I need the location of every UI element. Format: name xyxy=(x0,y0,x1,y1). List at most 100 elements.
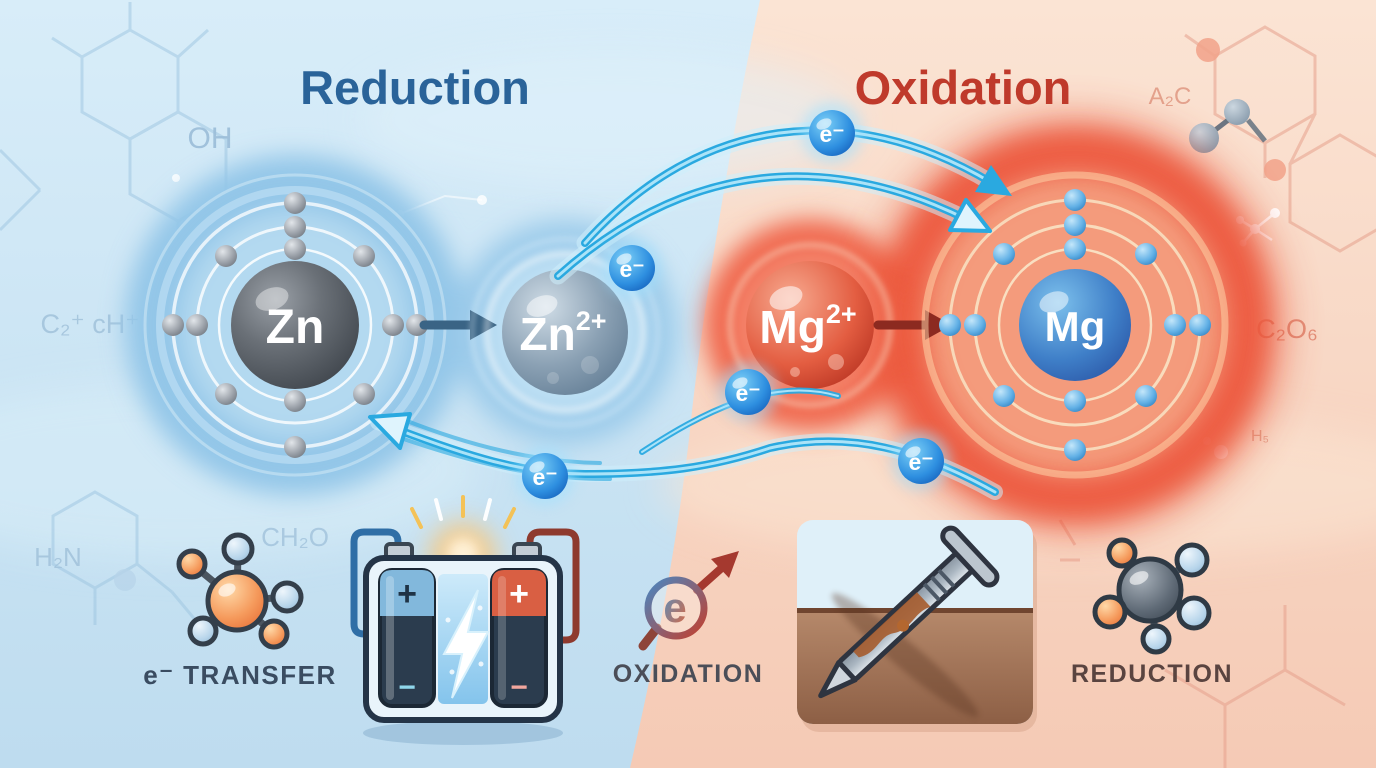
electron-dot xyxy=(1064,390,1086,412)
electron-dot xyxy=(382,314,404,336)
electron-dot xyxy=(939,314,961,336)
molecule-atom xyxy=(1174,542,1210,578)
doodle-bond xyxy=(1246,118,1267,143)
battery-minus-right: − xyxy=(510,671,528,704)
nail-rust-spot xyxy=(897,619,910,632)
zn-ion: Zn2+ xyxy=(470,237,660,427)
mg-label: Mg xyxy=(1045,303,1106,350)
lens-letter: e xyxy=(663,584,686,631)
electron-dot xyxy=(215,383,237,405)
zn-ion-highlight xyxy=(526,295,558,317)
electron-badge: e⁻ xyxy=(718,362,778,422)
zn-highlight xyxy=(255,287,289,311)
electron-dot xyxy=(1064,238,1086,260)
electron-dot xyxy=(993,243,1015,265)
electron-dot xyxy=(186,314,208,336)
bg-formula-a2c: A₂C xyxy=(1149,83,1192,110)
legend-transfer: e⁻ TRANSFER xyxy=(143,532,336,690)
electron-dot xyxy=(284,192,306,214)
battery-minus-left: − xyxy=(398,671,416,704)
bg-formula-h2n: H₂N xyxy=(34,542,82,572)
mg-ion-speckle xyxy=(790,367,800,377)
battery-wire-right xyxy=(526,528,580,644)
zn-ion-label: Zn2+ xyxy=(520,306,607,360)
molecule-highlight xyxy=(218,583,236,597)
mg-highlight xyxy=(1039,291,1069,313)
mg-ion: Mg2+ xyxy=(727,242,893,408)
battery-sparks xyxy=(410,495,516,529)
molecule-atom xyxy=(1140,623,1172,655)
mg-ion-label: Mg2+ xyxy=(759,299,856,353)
molecule-atom xyxy=(176,548,208,580)
battery-icon: + − + − xyxy=(350,495,580,745)
zn-ion-glow-ring xyxy=(470,237,660,427)
doodle-atom-dot xyxy=(114,569,136,591)
electron-dot xyxy=(1164,314,1186,336)
legend-reduction: REDUCTION xyxy=(1071,537,1233,688)
electron-badge-label: e⁻ xyxy=(620,256,645,282)
doodle-atom-dot xyxy=(1189,123,1219,153)
electron-dot xyxy=(964,314,986,336)
doodle-dot xyxy=(172,174,180,182)
mg-atom: Mg xyxy=(921,171,1229,479)
zn-atom: Zn xyxy=(143,173,447,477)
nail-icon xyxy=(818,525,1000,699)
electron-flow-arcs-top xyxy=(549,122,1012,285)
electron-dot xyxy=(993,385,1015,407)
doodle-atom-dot xyxy=(1196,38,1220,62)
electron-dot xyxy=(284,216,306,238)
battery-cell-shine xyxy=(498,576,506,700)
electron-dot xyxy=(406,314,428,336)
oxidation-title: Oxidation xyxy=(855,61,1072,114)
molecule-atom xyxy=(1106,537,1138,569)
electron-dot xyxy=(353,245,375,267)
nail-groove xyxy=(937,568,956,588)
molecule-center-atom xyxy=(205,569,269,633)
electron-dot xyxy=(215,245,237,267)
battery-cell-left-cap xyxy=(380,570,434,616)
nail-shadow xyxy=(831,593,979,717)
molecule-center-atom xyxy=(1116,556,1184,624)
molecule-atom xyxy=(270,580,304,614)
battery-panel-dots xyxy=(445,605,484,675)
electron-badge-label: e⁻ xyxy=(533,464,558,490)
electron-lens-icon xyxy=(644,576,708,640)
arrowhead-light xyxy=(948,198,992,233)
transfer-label: e⁻ TRANSFER xyxy=(143,660,336,690)
mg-ion-highlight xyxy=(769,286,803,310)
electron-badge-label: e⁻ xyxy=(736,380,761,406)
nail-tip xyxy=(818,659,858,699)
nail-card-scene xyxy=(797,520,1033,724)
molecule-atom xyxy=(1176,595,1212,631)
molecule-atom xyxy=(221,532,255,566)
electron-badge: e⁻ xyxy=(891,431,951,491)
molecule-highlight xyxy=(1129,571,1149,585)
battery-plus-left: + xyxy=(397,575,417,613)
rusty-nail-card xyxy=(797,520,1037,732)
zn-to-znion-arrow xyxy=(419,310,497,340)
nail-groove xyxy=(922,582,941,602)
reduction-label: REDUCTION xyxy=(1071,660,1233,688)
arrowhead-light xyxy=(368,412,412,450)
battery-wire-left xyxy=(350,528,402,638)
zn-ion-speckle xyxy=(581,356,599,374)
electron-dot xyxy=(1189,314,1211,336)
electron-dot xyxy=(1135,243,1157,265)
legend-oxidation: e OXIDATION xyxy=(613,551,764,688)
doodle-atom-dot xyxy=(1224,99,1250,125)
electron-dot xyxy=(353,383,375,405)
bg-formula-ch2o: CH₂O xyxy=(261,522,329,552)
electron-dot xyxy=(162,314,184,336)
electron-badge: e⁻ xyxy=(801,102,863,164)
nail-groove xyxy=(930,575,949,595)
bg-formula-c2ch: C₂⁺ cH⁺ xyxy=(41,309,140,339)
oxidation-label: OXIDATION xyxy=(613,660,764,688)
zn-ion-speckle xyxy=(547,372,559,384)
battery-cell-right-cap xyxy=(492,570,546,616)
doodle-atom-dot xyxy=(1264,159,1286,181)
lightning-bolt-icon xyxy=(442,589,490,699)
reduction-title: Reduction xyxy=(300,61,530,114)
lens-arrow-shaft xyxy=(693,561,729,594)
mg-ion-speckle xyxy=(828,354,844,370)
